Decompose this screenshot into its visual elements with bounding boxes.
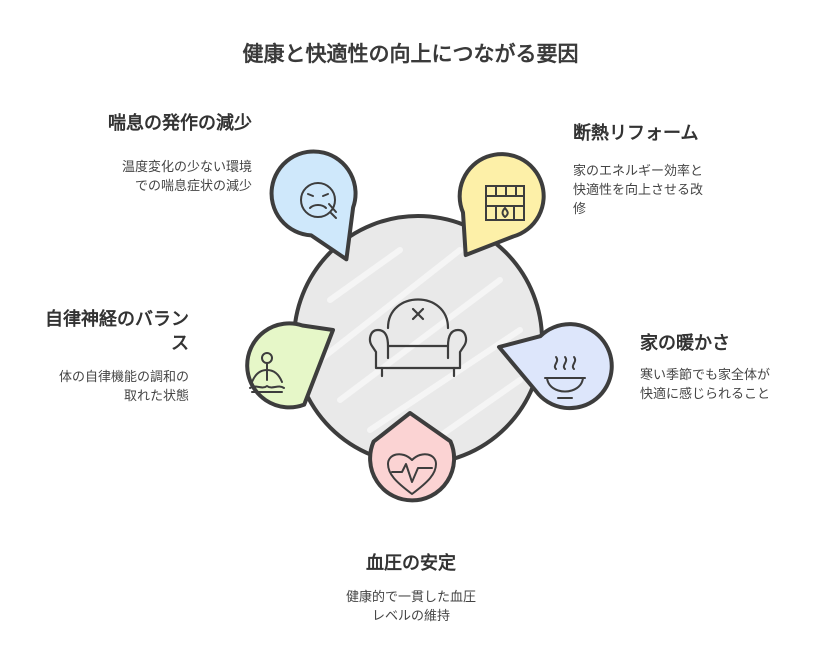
hot-bowl-icon	[544, 356, 586, 399]
renovation-label: 断熱リフォーム	[573, 123, 699, 144]
autonomic-label: 自律神経のバラン ス	[45, 308, 189, 356]
autonomic-description: 体の自律機能の調和の 取れた状態	[59, 368, 189, 406]
blood-pressure-description-line: 健康的で一貫した血圧	[345, 590, 476, 605]
autonomic-description-line: 取れた状態	[123, 389, 189, 404]
brick-fireplace-icon	[485, 185, 525, 221]
heartbeat-icon	[387, 453, 437, 495]
autonomic-description-line: 体の自律機能の調和の	[58, 370, 189, 385]
autonomic-label-line: 自律神経のバラン	[45, 309, 189, 330]
warmth-description-line: 寒い季節でも家全体が	[640, 368, 771, 383]
asthma-drop	[269, 149, 358, 262]
asthma-description-line: 温度変化の少ない環境	[121, 160, 252, 175]
blood-pressure-description: 健康的で一貫した血圧 レベルの維持	[311, 588, 511, 626]
warmth-description: 寒い季節でも家全体が 快適に感じられること	[640, 366, 770, 404]
blood-pressure-description-line: レベルの維持	[371, 609, 450, 624]
renovation-drop	[457, 152, 546, 257]
renovation-description-line: 家のエネルギー効率と	[573, 164, 704, 179]
blood-pressure-drop	[368, 411, 457, 503]
asthma-description-line: での喘息症状の減少	[134, 179, 252, 194]
sick-face-icon	[300, 182, 337, 219]
page-title: 健康と快適性の向上につながる要因	[242, 42, 579, 66]
meditation-icon	[249, 352, 285, 393]
autonomic-drop	[245, 321, 335, 410]
renovation-description: 家のエネルギー効率と 快適性を向上させる改 修	[573, 162, 703, 219]
blood-pressure-label: 血圧の安定	[366, 553, 456, 574]
renovation-description-line: 快適性を向上させる改	[573, 183, 704, 198]
asthma-description: 温度変化の少ない環境 での喘息症状の減少	[122, 158, 252, 196]
renovation-description-line: 修	[573, 202, 587, 217]
warmth-description-line: 快適に感じられること	[640, 387, 771, 402]
armchair-icon	[368, 298, 468, 378]
autonomic-label-line: ス	[171, 333, 189, 354]
asthma-label: 喘息の発作の減少	[108, 113, 252, 134]
warmth-drop	[497, 322, 614, 411]
warmth-label: 家の暖かさ	[640, 333, 730, 354]
